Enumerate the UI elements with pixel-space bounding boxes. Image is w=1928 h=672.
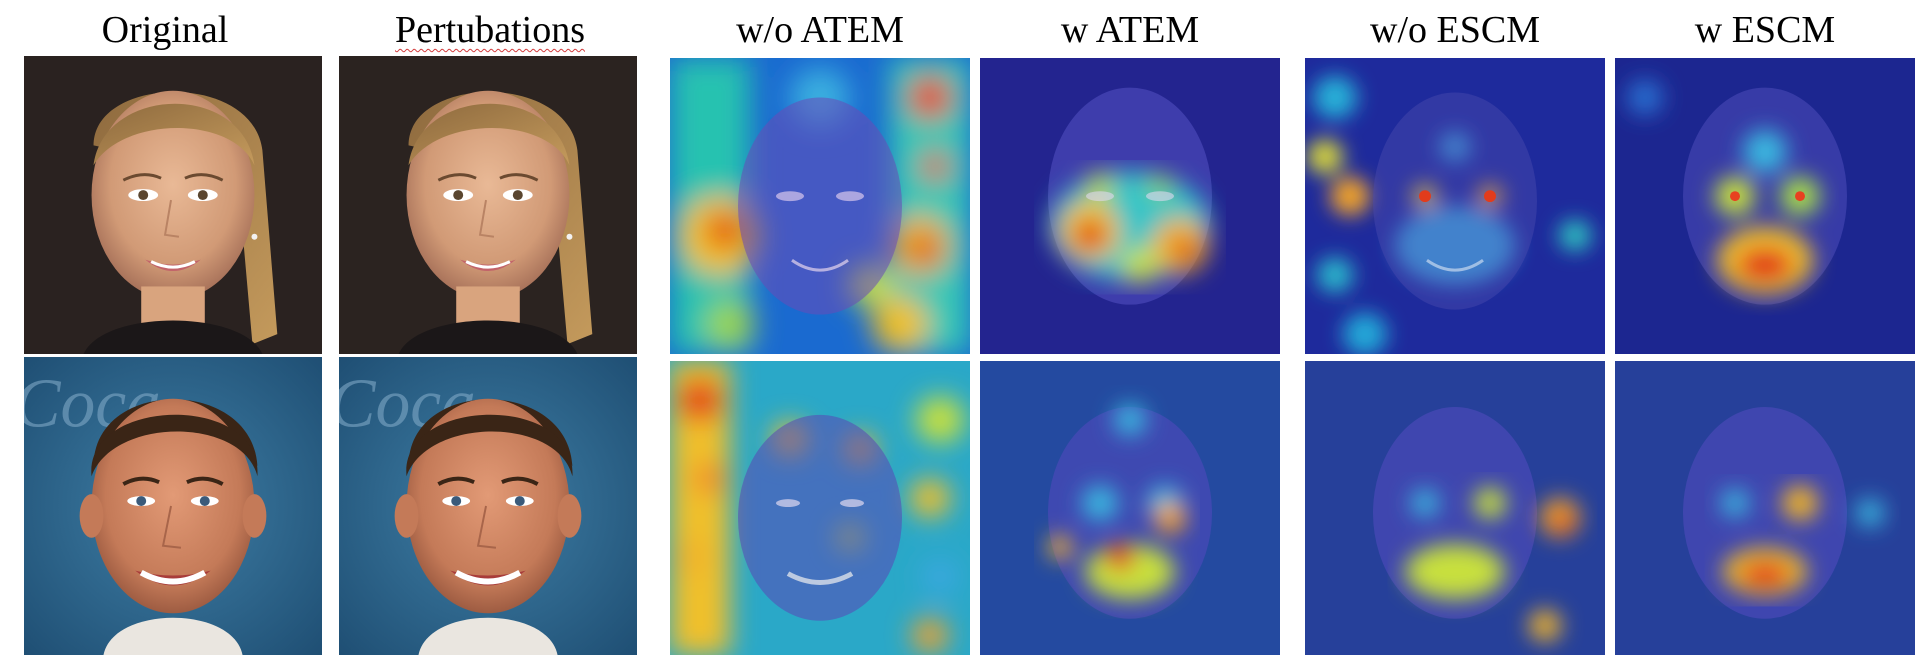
column-title-perturbations: Pertubations [395,9,585,51]
column-title-w-atem: w ATEM [1060,9,1200,51]
heatmap-w-escm-row2 [1615,361,1915,655]
column-title-original: Original [101,9,229,51]
image-original-row2: Coca [24,357,322,655]
heatmap-w-escm-row1 [1615,58,1915,354]
heatmap-w-atem-row1 [980,58,1280,354]
image-perturbed-row1 [339,56,637,354]
heatmap-wo-escm-row1 [1305,58,1605,354]
column-title-wo-atem: w/o ATEM [736,9,904,51]
heatmap-wo-atem-row2 [670,361,970,655]
heatmap-wo-escm-row2 [1305,361,1605,655]
heatmap-w-atem-row2 [980,361,1280,655]
column-title-w-escm: w ESCM [1694,9,1836,51]
image-original-row1 [24,56,322,354]
image-perturbed-row2: Coca [339,357,637,655]
column-title-wo-escm: w/o ESCM [1370,9,1540,51]
heatmap-wo-atem-row1 [670,58,970,354]
